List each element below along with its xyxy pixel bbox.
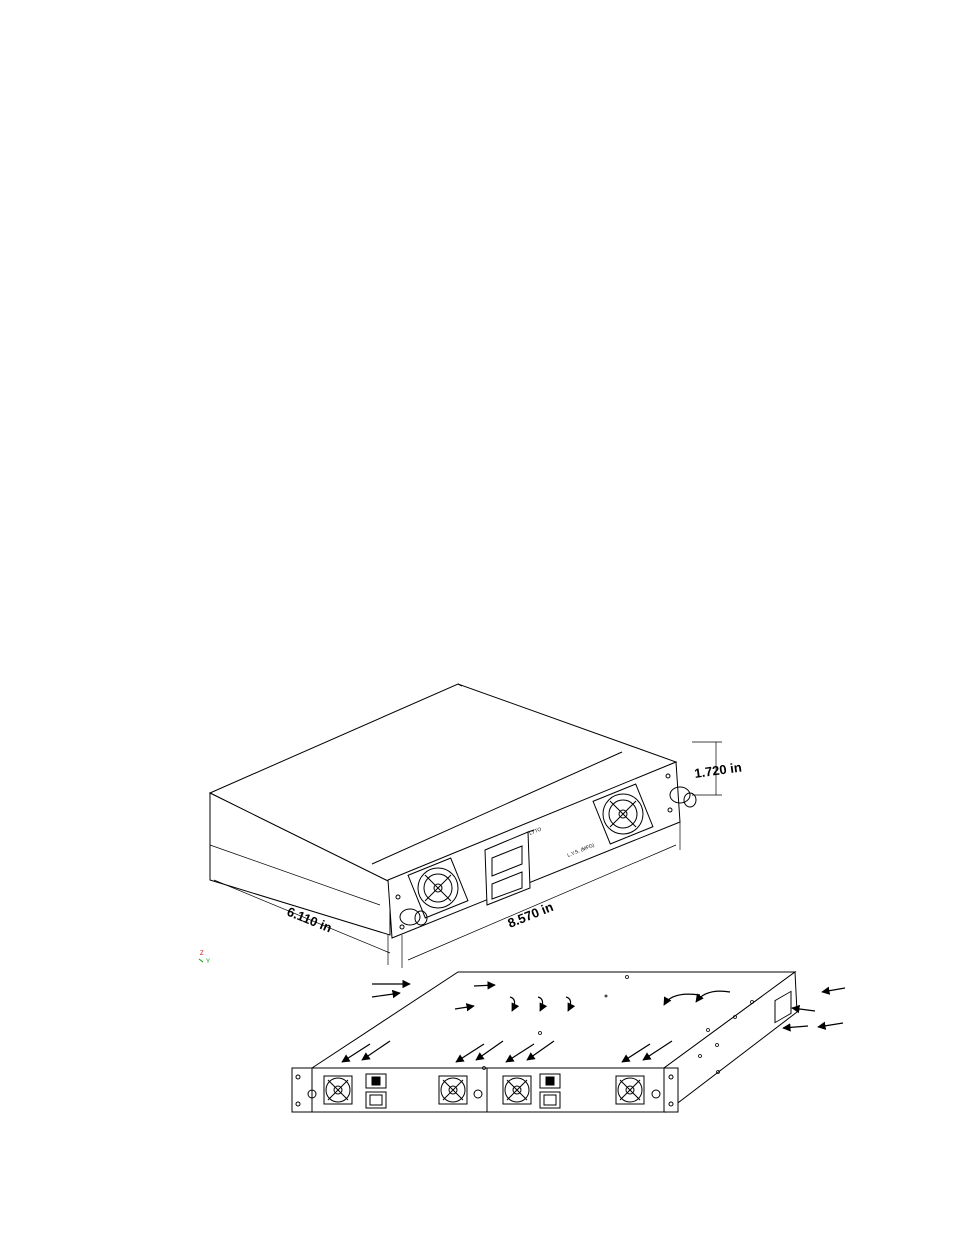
width-dimension-label: 8.570 in <box>506 899 556 931</box>
axis-triad-icon: Z Y <box>199 951 210 965</box>
svg-text:Z: Z <box>200 951 204 957</box>
svg-text:Y: Y <box>206 959 210 965</box>
chassis-dimension-drawing: 1.720 in 8.570 in 6.110 in LYTO L.Y.S. (… <box>195 680 755 970</box>
height-dimension-label: 1.720 in <box>693 759 742 781</box>
chassis-airflow-drawing <box>280 960 860 1120</box>
